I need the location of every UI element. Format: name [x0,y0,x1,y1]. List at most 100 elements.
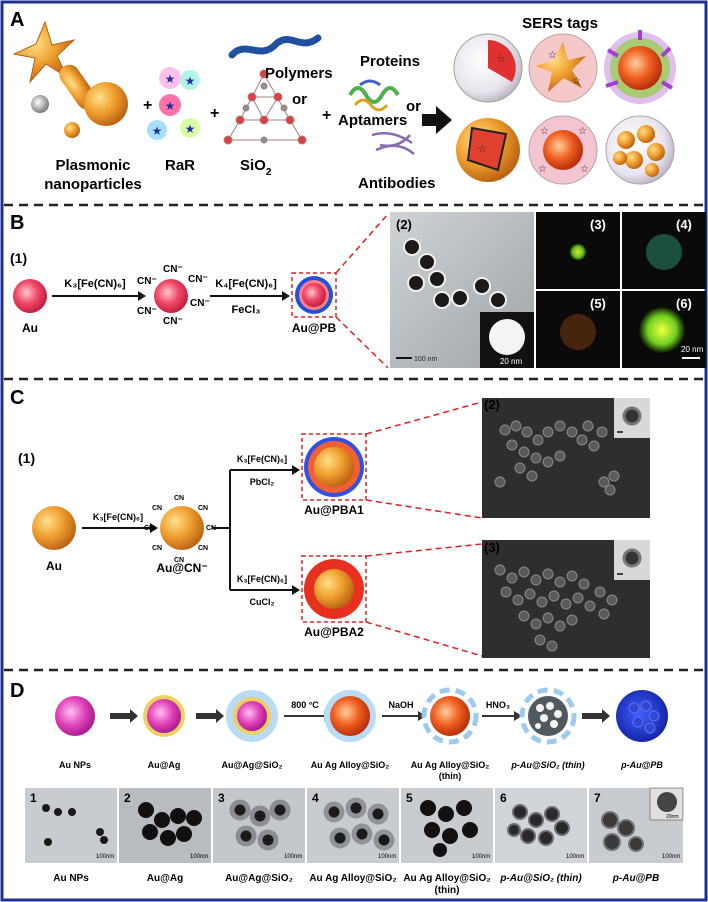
scale-b-main: 100 nm [414,356,438,363]
panel-c-reagent1: K₃[Fe(CN)₆] [93,512,143,522]
panel-c-letter: C [10,387,24,409]
svg-text:3: 3 [218,791,225,805]
img-label-7: p-Au@PB [612,873,659,884]
sio2-lattice-icon [223,69,307,145]
panel-b-sub1: (1) [10,250,27,266]
sers-tags-label: SERS tags [522,15,598,32]
svg-text:6: 6 [500,791,507,805]
panel-b-au-label: Au [22,321,38,335]
svg-text:☆: ☆ [572,76,581,87]
arrow-b2-head-icon [282,291,290,301]
arrow-c1-head-icon [150,523,158,533]
sers-tag-3-icon [604,30,676,104]
img-label-6: p-Au@SiO₂ (thin) [499,873,582,884]
or-label-1: or [292,91,307,108]
arrow-b1-head-icon [138,291,146,301]
sers-tag-2-icon: ☆☆ [528,33,598,103]
svg-text:100nm: 100nm [96,854,114,860]
panel-c-branch2b: CuCl₂ [250,597,275,607]
sers-tag-4-icon: ☆ [456,118,520,182]
panel-c-sub2: (2) [484,397,500,412]
protein-structure-icon [348,79,400,112]
callout-box-c2 [301,555,367,623]
polymers-label: Polymers [265,65,333,82]
cn-ligands-c: CN CN CN CN CN CN CN CN [144,495,216,564]
panel-b-sub3: (3) [590,217,606,232]
svg-text:★: ★ [185,74,196,88]
panel-c-product2: Au@PBA2 [304,625,364,639]
panel-c-branch2a: K₃[Fe(CN)₆] [237,574,287,584]
cn-label-5: CN⁻ [190,298,210,309]
panel-c-sub3: (3) [484,540,500,555]
img-label-5-thin: (thin) [435,885,460,896]
svg-text:100nm: 100nm [378,854,396,860]
img-label-2: Au@Ag [147,873,183,884]
arrow-d2-icon [196,709,224,723]
cn-label-3: CN⁻ [188,274,208,285]
panel-c-au-label: Au [46,559,62,573]
panel-b-sub6: (6) [676,296,692,311]
proteins-label: Proteins [360,53,420,70]
arrow-d6-icon [582,709,610,723]
antibodies-label: Antibodies [358,175,436,192]
panel-a: A Plasmonic nanoparticles + ★ ★ ★ ★ ★ Ra… [10,9,676,193]
img-label-5: Au Ag Alloy@SiO₂ [403,873,490,884]
svg-text:CN: CN [174,557,184,564]
panel-b-reagent2a: K₄[Fe(CN)₆] [215,278,277,290]
sem-particles-c2 [494,420,620,496]
panel-c-sub1: (1) [18,450,35,466]
svg-text:4: 4 [312,791,319,805]
antibody-icon [371,132,415,155]
au-particle-icon [13,279,47,313]
svg-text:☆: ☆ [548,50,557,61]
hno3-label: HNO₃ [486,700,510,710]
svg-text:★: ★ [185,122,196,136]
cn-label-1: CN⁻ [163,264,183,275]
plus-2: + [210,105,219,122]
svg-text:100nm: 100nm [662,854,680,860]
svg-text:CN: CN [198,505,208,512]
svg-text:CN: CN [144,525,154,532]
step-label-7: p-Au@PB [620,760,663,770]
panel-d-letter: D [10,680,24,702]
panel-c: C (1) Au K₃[Fe(CN)₆] CN CN CN CN CN CN C… [10,387,650,658]
callout-box-b [291,272,337,318]
arrow-right-icon [422,106,452,134]
panel-c-branch1a: K₃[Fe(CN)₆] [237,454,287,464]
scale-b-inset: 20 nm [500,357,523,366]
arrow-c2-head-icon [292,465,300,475]
panel-b-reagent2b: FeCl₃ [232,304,261,316]
aptamers-label: Aptamers [338,112,407,129]
p-au-pb-icon [616,690,668,742]
panel-a-letter: A [10,9,24,31]
panel-c-au-icon [32,506,76,550]
au-nps-icon [55,696,95,736]
arrow-c3-head-icon [292,585,300,595]
svg-text:★: ★ [165,99,176,113]
plus-3: + [322,107,331,124]
sers-tag-6-icon [605,115,675,185]
tem-d1 [25,788,117,863]
step-label-6: p-Au@SiO₂ (thin) [510,760,584,770]
arrow-d5-head-icon [514,711,522,721]
svg-text:1: 1 [30,791,37,805]
callout-box-c1 [301,433,367,501]
step-label-5: Au Ag Alloy@SiO₂ [411,760,490,770]
tem-particles-b2 [403,238,507,309]
panel-b-reagent1: K₃[Fe(CN)₆] [64,278,126,290]
sers-tag-5-icon: ☆☆ ☆☆ [528,115,598,185]
svg-text:2: 2 [124,791,131,805]
silver-sphere-icon [31,95,49,113]
tem-d5 [401,788,493,863]
svg-text:7: 7 [594,791,601,805]
panel-c-branch1b: PbCl₂ [250,477,275,487]
svg-text:☆: ☆ [478,144,487,155]
step-label-2: Au@Ag [148,760,181,770]
naoh-label: NaOH [388,700,413,710]
sio2-label: SiO2 [240,157,272,178]
sers-tag-1-icon: ☆ [453,33,523,103]
img-label-1: Au NPs [53,873,89,884]
gold-sphere-large-icon [84,82,128,126]
tem-strip: 1 100nm 2 100nm 3 100nm 4 100nm 5 100nm … [25,787,684,863]
rar-label: RaR [165,157,195,174]
